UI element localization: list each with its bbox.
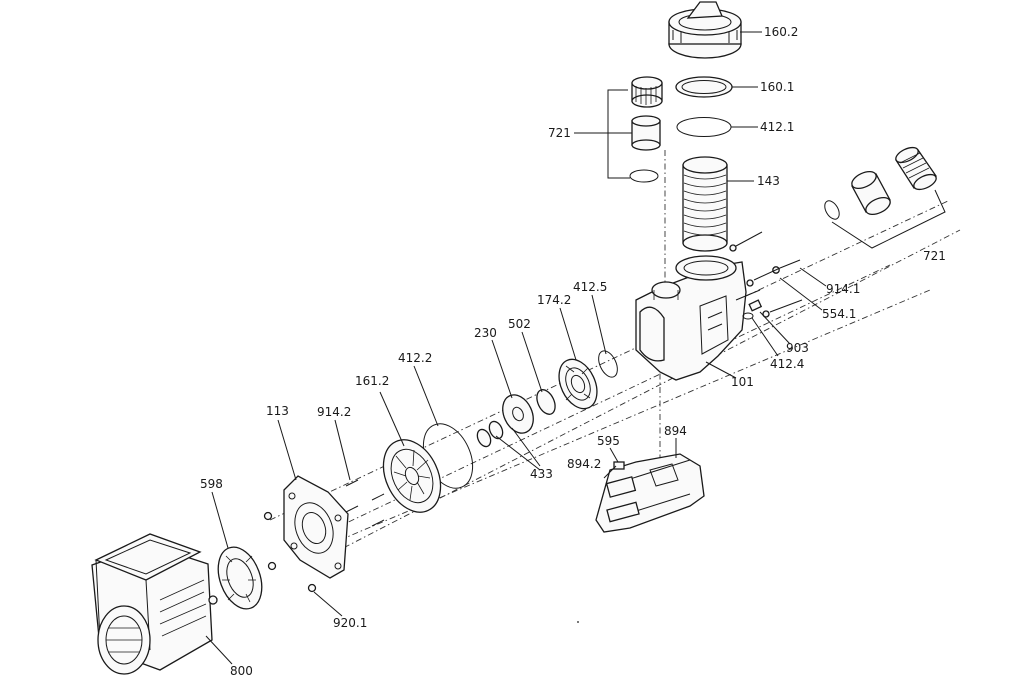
callout-412-1: 412.1 <box>760 120 794 134</box>
callout-113: 113 <box>266 404 289 418</box>
cover-seal <box>675 76 733 98</box>
nuts-920-1 <box>263 511 317 593</box>
callout-903: 903 <box>786 341 809 355</box>
callout-412-5: 412.5 <box>573 280 607 294</box>
impeller <box>502 394 534 434</box>
callout-leaders <box>205 31 827 665</box>
callout-502: 502 <box>508 317 531 331</box>
callout-595: 595 <box>597 434 620 448</box>
callout-433: 433 <box>530 467 553 481</box>
pump-foot <box>595 453 705 533</box>
callout-598: 598 <box>200 477 223 491</box>
housing-fasteners <box>729 231 803 320</box>
mechanical-seal <box>476 420 504 448</box>
callout-914-2: 914.2 <box>317 405 351 419</box>
pump-housing <box>635 255 747 381</box>
callout-920-1: 920.1 <box>333 616 367 630</box>
callout-914-1: 914.1 <box>826 282 860 296</box>
callout-labels: 160.2 160.1 412.1 721 143 721 914.1 554.… <box>200 25 946 678</box>
gasket-598 <box>217 546 263 610</box>
callout-174-2: 174.2 <box>537 293 571 307</box>
seal-plate <box>382 439 442 513</box>
callout-230: 230 <box>474 326 497 340</box>
callout-160-2: 160.2 <box>764 25 798 39</box>
callout-894: 894 <box>664 424 687 438</box>
callout-143: 143 <box>757 174 780 188</box>
callout-554-1: 554.1 <box>822 307 856 321</box>
callout-800: 800 <box>230 664 253 678</box>
diffuser <box>558 358 598 410</box>
callout-101: 101 <box>731 375 754 389</box>
callout-721-left: 721 <box>548 126 571 140</box>
wear-ring <box>536 389 556 415</box>
callout-412-2: 412.2 <box>398 351 432 365</box>
o-ring-412-5 <box>598 350 618 378</box>
o-ring-412-1 <box>676 117 732 137</box>
screws-914-2 <box>345 479 385 527</box>
callout-412-4: 412.4 <box>770 357 804 371</box>
callout-721-right: 721 <box>923 249 946 263</box>
callout-160-1: 160.1 <box>760 80 794 94</box>
callout-161-2: 161.2 <box>355 374 389 388</box>
motor <box>91 533 218 675</box>
union-kit-left <box>607 76 663 183</box>
stray-dot <box>577 621 579 623</box>
callout-894-2: 894.2 <box>567 457 601 471</box>
union-kit-right <box>824 146 946 249</box>
adapter-flange <box>283 475 349 579</box>
strainer-cover <box>668 1 742 59</box>
strainer-basket <box>682 156 728 252</box>
